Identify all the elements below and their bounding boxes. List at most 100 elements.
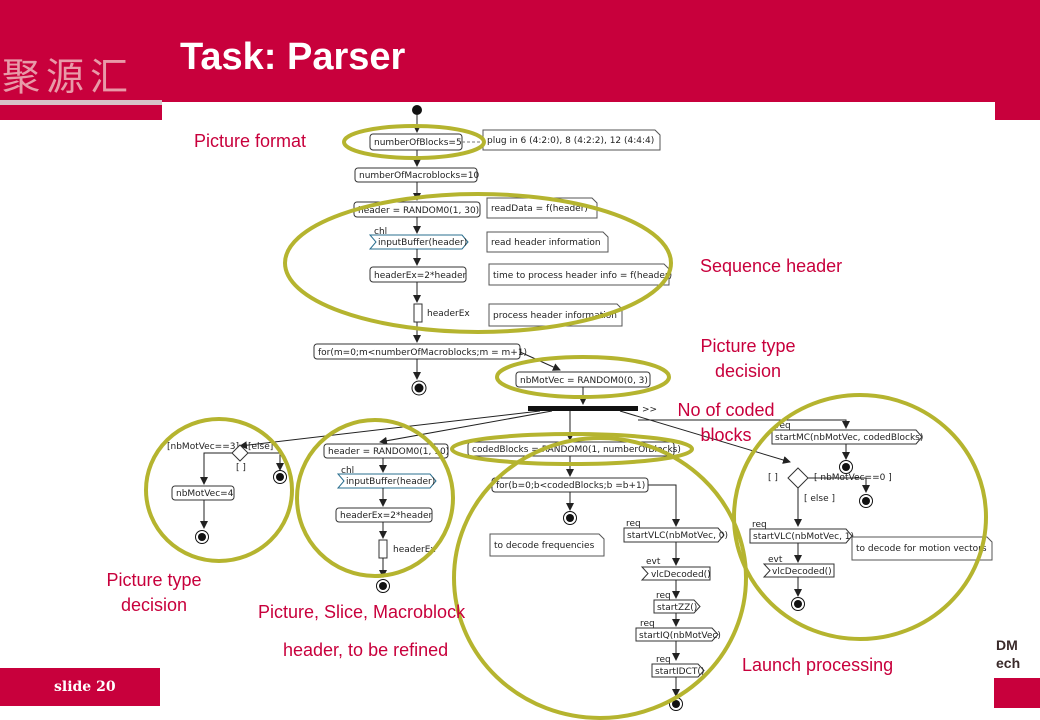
right-logo-text: DM ech bbox=[996, 637, 1021, 671]
action-label: startIDCT() bbox=[655, 667, 704, 677]
highlight-ellipse-picture-type bbox=[495, 355, 671, 399]
guard-label: [else] bbox=[248, 442, 273, 452]
action-label: startZZ() bbox=[657, 603, 697, 613]
final-node-inner bbox=[566, 514, 574, 522]
signal-tag: req bbox=[776, 421, 791, 431]
highlight-ellipse-launch-right bbox=[732, 393, 988, 641]
action-label: headerEx=2*header bbox=[340, 511, 432, 521]
action-input-buffer-1 bbox=[368, 234, 469, 250]
highlight-ellipse-slice-header bbox=[295, 418, 455, 578]
signal-tag: evt bbox=[768, 555, 783, 565]
object-header-ex-1 bbox=[413, 303, 423, 323]
annotation-slice-header-line2: header, to be refined bbox=[283, 640, 449, 660]
final-node-inner bbox=[414, 383, 424, 393]
channel-tag: chl bbox=[374, 227, 387, 237]
guard-label: [ ] bbox=[768, 473, 778, 483]
signal-tag: evt bbox=[646, 557, 661, 567]
object-label: headerEx bbox=[427, 309, 470, 319]
action-label: nbMotVec=4 bbox=[176, 489, 234, 499]
action-start-idct bbox=[651, 663, 705, 678]
annotation-picture-format: Picture format bbox=[194, 131, 307, 151]
action-label: startIQ(nbMotVec) bbox=[639, 631, 721, 641]
note-box bbox=[489, 533, 605, 557]
highlight-ellipse-sequence-header bbox=[283, 192, 673, 334]
highlight-ellipse-coded-blocks bbox=[450, 432, 694, 466]
action-vlc-decoded-2 bbox=[762, 563, 835, 578]
action-label: numberOfBlocks=5 bbox=[374, 138, 462, 148]
flow bbox=[248, 452, 284, 471]
fork-bar bbox=[528, 406, 638, 411]
note-label: process header information bbox=[493, 311, 617, 321]
final-node-inner bbox=[379, 582, 387, 590]
final-node-inner bbox=[842, 463, 850, 471]
flow bbox=[638, 419, 850, 429]
action-start-mc bbox=[771, 429, 923, 445]
final-node-inner bbox=[862, 497, 870, 505]
action-start-vlc-0 bbox=[623, 527, 725, 543]
action-label: for(m=0;m<numberOfMacroblocks;m = m+1) bbox=[318, 348, 527, 358]
signal-tag: req bbox=[640, 619, 655, 629]
flow bbox=[200, 452, 232, 485]
annotation-slice-header-line1: Picture, Slice, Macroblock bbox=[258, 602, 466, 622]
channel-tag: chl bbox=[341, 466, 354, 476]
action-label: for(b=0;b<codedBlocks;b =b+1) bbox=[496, 481, 645, 491]
note-label: to decode frequencies bbox=[494, 541, 595, 551]
annotation-coded-blocks: No of coded blocks bbox=[677, 400, 775, 445]
header-band bbox=[0, 0, 1040, 120]
action-header-ex-1 bbox=[369, 266, 467, 283]
action-label: vlcDecoded() bbox=[651, 570, 711, 580]
action-label: inputBuffer(header) bbox=[378, 238, 467, 248]
action-input-buffer-2 bbox=[336, 473, 437, 489]
action-start-vlc-1 bbox=[749, 528, 853, 544]
action-label: numberOfMacroblocks=10 bbox=[359, 171, 479, 181]
action-label: inputBuffer(header) bbox=[346, 477, 435, 487]
note-box bbox=[851, 536, 993, 561]
object-header-ex-2 bbox=[378, 539, 388, 559]
flow bbox=[648, 484, 680, 527]
final-node-inner bbox=[794, 600, 802, 608]
action-number-of-macroblocks bbox=[354, 167, 478, 183]
note-label: read header information bbox=[491, 238, 601, 248]
page-title: Task: Parser bbox=[180, 36, 406, 78]
flow bbox=[239, 410, 541, 450]
highlight-ellipse-launch-middle bbox=[452, 436, 748, 720]
action-label: startVLC(nbMotVec, 1) bbox=[753, 532, 854, 542]
action-label: header = RANDOM0(1, 10) bbox=[328, 447, 449, 457]
signal-tag: req bbox=[656, 591, 671, 601]
action-label: startVLC(nbMotVec, 0) bbox=[627, 531, 728, 541]
action-start-zz bbox=[653, 599, 701, 614]
signal-tag: req bbox=[656, 655, 671, 665]
flow bbox=[379, 410, 553, 445]
action-label: headerEx=2*header bbox=[374, 271, 466, 281]
final-node-inner bbox=[672, 700, 680, 708]
guard-label: [ ] bbox=[236, 463, 246, 473]
final-node-inner bbox=[198, 533, 206, 541]
note-label: to decode for motion vectors bbox=[856, 544, 987, 554]
action-header-ex-2 bbox=[335, 507, 433, 523]
logo: 聚源汇 bbox=[2, 55, 135, 99]
header-strip bbox=[0, 100, 162, 105]
right-logo-bar bbox=[994, 678, 1040, 708]
initial-node bbox=[412, 105, 422, 115]
slide-number-label: slide 20 bbox=[54, 679, 116, 695]
action-label: header = RANDOM0(1, 30) bbox=[358, 206, 479, 216]
note-box bbox=[486, 231, 609, 253]
final-node-inner bbox=[276, 473, 284, 481]
annotation-picture-type-decision-1: Picture type decision bbox=[700, 336, 796, 381]
action-label: nbMotVec = RANDOM0(0, 3) bbox=[520, 376, 648, 386]
signal-tag: req bbox=[626, 519, 641, 529]
action-label: startMC(nbMotVec, codedBlocks) bbox=[775, 433, 923, 443]
note-label: time to process header info = f(header) bbox=[493, 271, 672, 281]
decision-node bbox=[787, 467, 809, 489]
slide-number-box bbox=[0, 668, 160, 706]
action-start-iq bbox=[635, 627, 719, 642]
note-label: plug in 6 (4:2:0), 8 (4:2:2), 12 (4:4:4) bbox=[487, 136, 654, 146]
action-nbmotvec-4 bbox=[171, 485, 235, 501]
annotation-picture-type-decision-2: Picture type decision bbox=[106, 570, 202, 615]
decision-node bbox=[231, 444, 249, 462]
annotation-sequence-header: Sequence header bbox=[700, 256, 843, 276]
fork-mark: >> bbox=[642, 405, 657, 415]
annotation-launch-processing: Launch processing bbox=[742, 655, 894, 675]
note-label: readData = f(header) bbox=[491, 204, 588, 214]
